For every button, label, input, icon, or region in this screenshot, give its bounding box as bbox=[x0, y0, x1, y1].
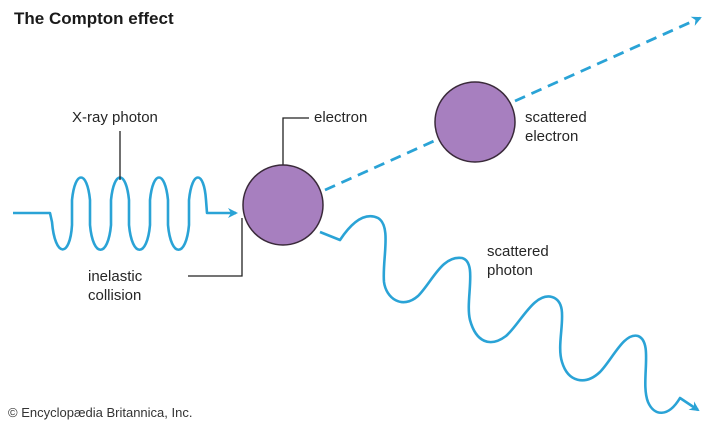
inelastic-collision-leader bbox=[188, 218, 243, 277]
inelastic-collision-label-line2: collision bbox=[88, 287, 142, 304]
scattered-photon-wave bbox=[319, 215, 700, 415]
incoming-photon-wave bbox=[13, 176, 238, 252]
scattered-electron-particle bbox=[434, 81, 516, 163]
scattered-electron-label-line1: scattered bbox=[525, 109, 587, 126]
scattered-electron-path bbox=[324, 139, 435, 192]
scattered-electron-label-line2: electron bbox=[525, 128, 579, 145]
inelastic-collision-label-line1: inelastic bbox=[88, 268, 143, 285]
scattered-photon-label: scattered photon bbox=[487, 242, 549, 280]
electron-label: electron bbox=[314, 109, 368, 126]
copyright-credit: © Encyclopædia Britannica, Inc. bbox=[8, 405, 193, 420]
scattered-electron-label: scattered electron bbox=[525, 108, 587, 146]
electron-particle bbox=[242, 164, 324, 246]
inelastic-collision-label: inelastic collision bbox=[88, 267, 142, 305]
electron-leader bbox=[282, 117, 309, 166]
scattered-photon-label-line1: scattered bbox=[487, 243, 549, 260]
scattered-photon-label-line2: photon bbox=[487, 262, 533, 279]
scattered-electron-path-continued bbox=[514, 16, 702, 103]
diagram-title: The Compton effect bbox=[14, 9, 174, 28]
xray-photon-label: X-ray photon bbox=[72, 109, 158, 126]
